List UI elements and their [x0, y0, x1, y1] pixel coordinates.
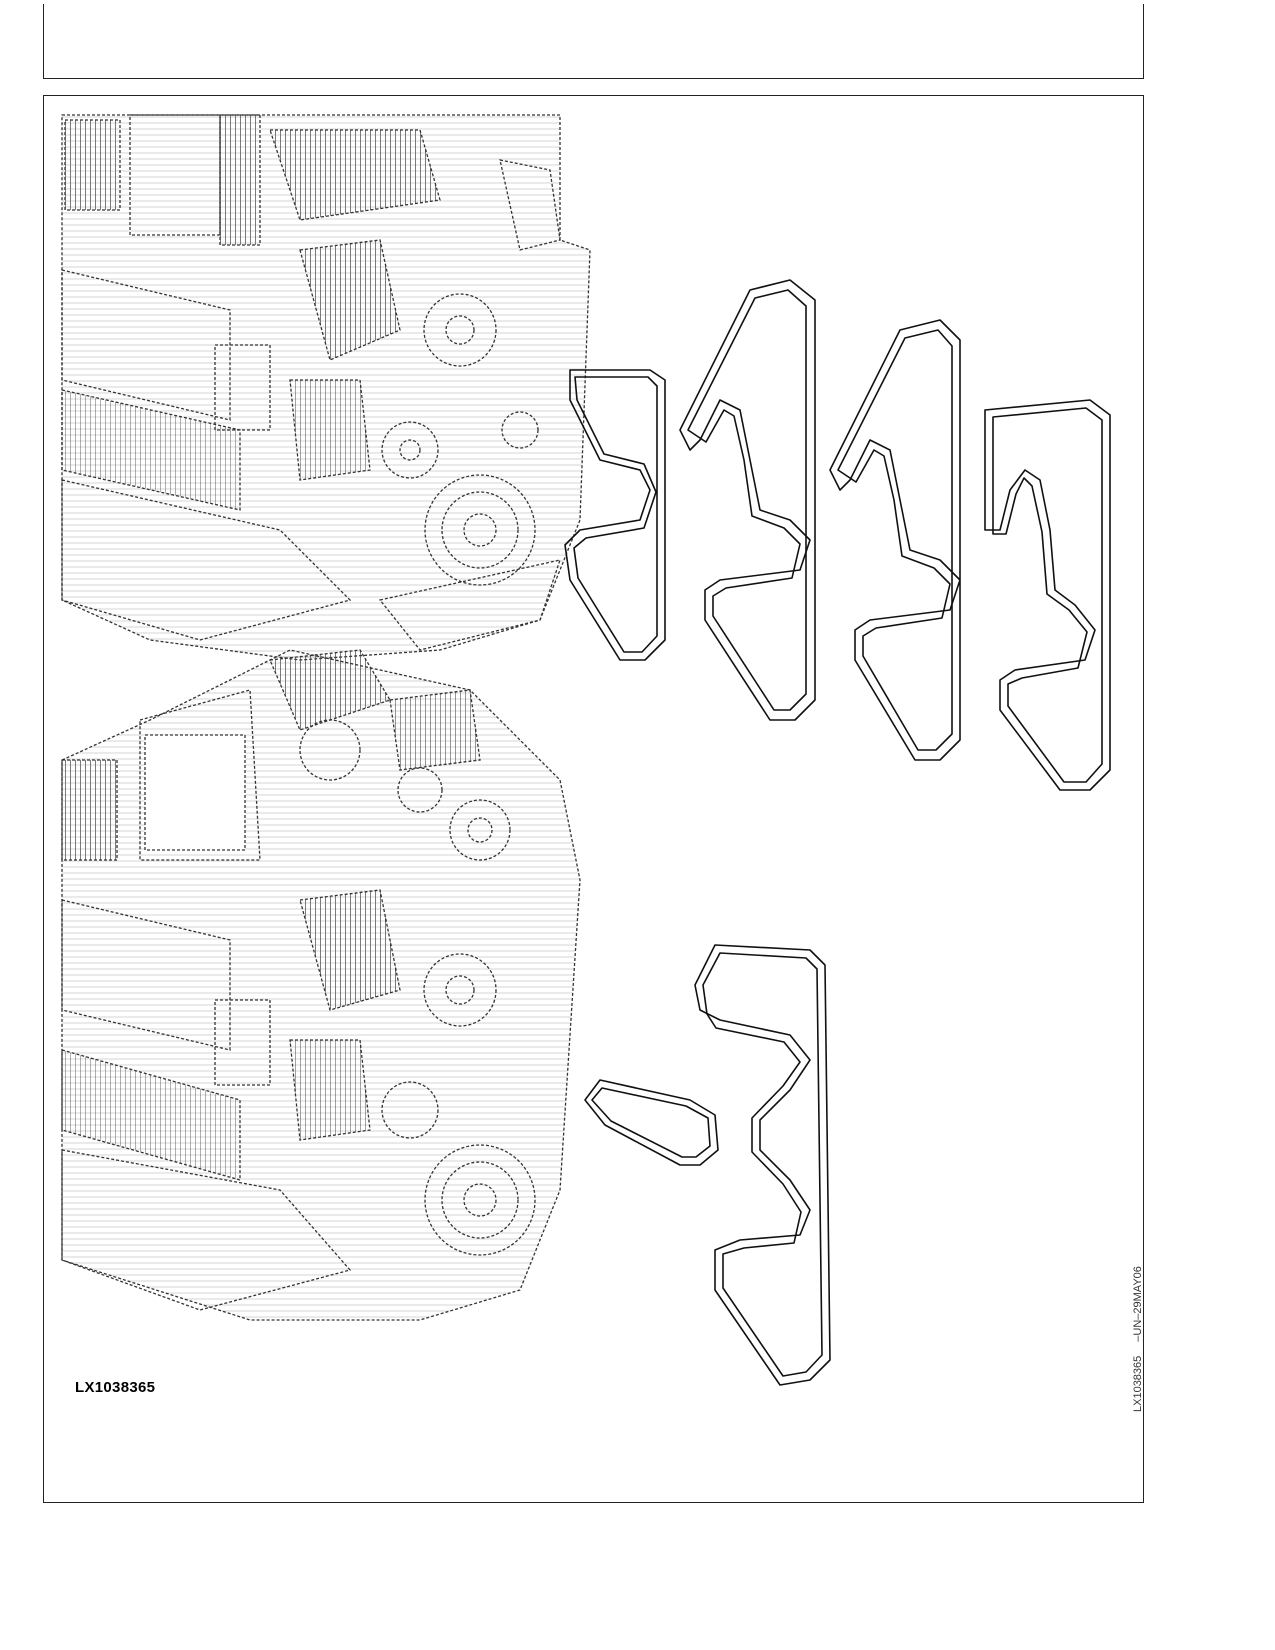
figure-frame — [43, 95, 1144, 1503]
figure-side-code: LX1038365 –UN–29MAY06 — [1132, 1252, 1144, 1412]
serpentine-belt-2 — [679, 279, 816, 721]
side-code-id: LX1038365 — [1132, 1355, 1144, 1412]
serpentine-belt-6 — [694, 944, 831, 1386]
figure-id-label: LX1038365 — [75, 1379, 156, 1396]
engine-drawing-top — [61, 114, 591, 661]
serpentine-belt-1 — [564, 369, 666, 661]
engine-drawing-bottom — [61, 649, 581, 1321]
header-frame — [43, 4, 1144, 79]
serpentine-belt-4 — [984, 399, 1111, 791]
serpentine-belt-5 — [584, 1079, 719, 1166]
side-code-date: –UN–29MAY06 — [1132, 1266, 1144, 1342]
serpentine-belt-3 — [829, 319, 961, 761]
